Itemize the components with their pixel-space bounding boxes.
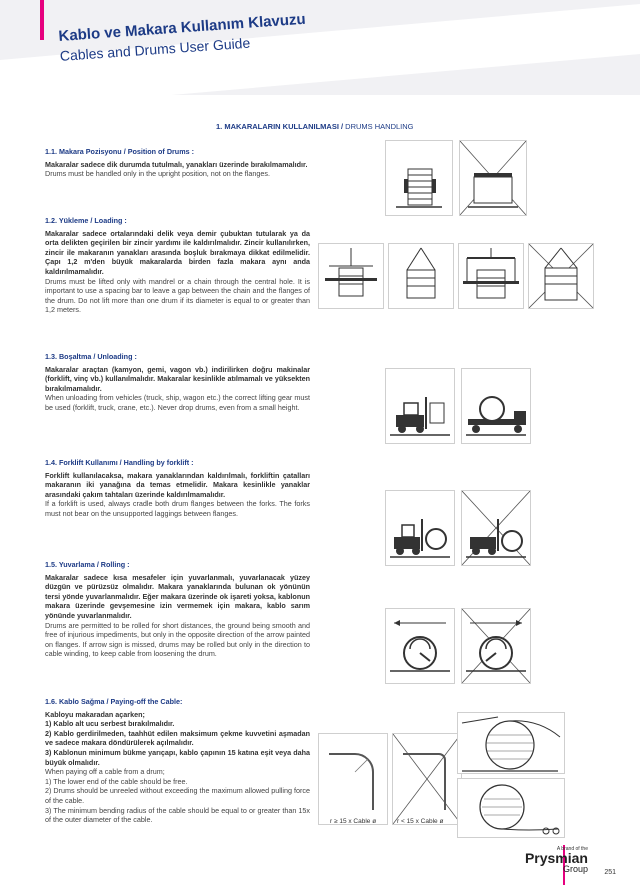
caption-bend-ok: r ≥ 15 x Cable ø: [330, 818, 377, 825]
subsection-forklift: 1.4. Forklift Kullanımı / Handling by fo…: [45, 458, 310, 519]
subsection-heading: 1.2. Yükleme / Loading :: [45, 216, 127, 225]
figure-lift-spacer: [458, 243, 524, 309]
subsection-text-en: Drums must be handled only in the uprigh…: [45, 169, 270, 179]
subsection-text-tr: Makaralar sadece kısa mesafeler için yuv…: [45, 572, 310, 620]
figure-bending: [318, 733, 462, 825]
figure-rolling-wrong: [461, 608, 531, 684]
figure-lift-mandrel: [318, 243, 384, 309]
subsection-text-en: When paying off a cable from a drum; 1) …: [45, 767, 310, 825]
drum-spacer-bar-icon: [463, 248, 519, 299]
drum-on-flange-icon: [460, 141, 526, 215]
drum-wrong-lift-icon: [529, 244, 593, 308]
forklift-icon: [390, 397, 450, 436]
drum-upright-icon: [396, 168, 442, 208]
brand-group: Group: [562, 864, 588, 874]
figure-loading: [318, 243, 594, 309]
figure-unloading: [385, 368, 531, 444]
drum-rolling-icon: [390, 620, 450, 672]
subsection-rolling: 1.5. Yuvarlama / Rolling : Makaralar sad…: [45, 560, 310, 659]
figure-rolling: [385, 608, 531, 684]
cable-bend-radius-icon: [329, 753, 374, 810]
truck-icon: [466, 396, 526, 436]
drum-chain-lift-icon: [406, 247, 436, 299]
caption-bend-bad: r < 15 x Cable ø: [397, 818, 444, 825]
subsection-heading: 1.6. Kablo Sağma / Paying-off the Cable:: [45, 697, 183, 706]
figure-bend-correct: [318, 733, 388, 825]
figure-rolling-correct: [385, 608, 455, 684]
subsection-heading: 1.4. Forklift Kullanımı / Handling by fo…: [45, 458, 194, 467]
brand-accent-bar: [563, 845, 565, 885]
brand-name: Prysmian: [524, 850, 588, 866]
section-heading: 1. MAKARALARIN KULLANILMASI / DRUMS HAND…: [216, 122, 414, 131]
forklift-drum-icon: [390, 519, 450, 558]
subsection-text-tr: Forklift kullanılacaksa, makara yanaklar…: [45, 470, 310, 499]
subsection-text-tr: Kabloyu makaradan açarken; 1) Kablo alt …: [45, 709, 310, 767]
figure-forklift-wrong: [461, 490, 531, 566]
figure-drum-flat-wrong: [459, 140, 527, 216]
subsection-text-en: Drums must be lifted only with mandrel o…: [45, 276, 310, 315]
subsection-text-en: When unloading from vehicles (truck, shi…: [45, 393, 310, 412]
page-number: 251: [604, 869, 616, 876]
subsection-unloading: 1.3. Boşaltma / Unloading : Makaralar ar…: [45, 352, 310, 413]
forklift-wrong-icon: [462, 491, 530, 565]
drum-rolling-wrong-icon: [462, 609, 530, 683]
subsection-paying-off: 1.6. Kablo Sağma / Paying-off the Cable:…: [45, 697, 310, 825]
brand-note: A brand of the: [556, 846, 588, 852]
header-accent-bar: [40, 0, 44, 40]
cable-tight-bend-icon: [393, 734, 461, 824]
figure-unload-forklift: [385, 368, 455, 444]
figure-bend-wrong: [392, 733, 462, 825]
figure-payoff-drum-top: [457, 712, 565, 774]
figure-drum-upright: [385, 140, 453, 216]
subsection-text-tr: Makaralar araçtan (kamyon, gemi, vagon v…: [45, 364, 310, 393]
subsection-text-en: If a forklift is used, always cradle bot…: [45, 499, 310, 518]
figure-lift-chain: [388, 243, 454, 309]
figure-payoff-drum-bottom: [457, 778, 565, 838]
subsection-heading: 1.1. Makara Pozisyonu / Position of Drum…: [45, 147, 194, 156]
figure-paying-off: [457, 712, 565, 838]
drum-payoff-icon: [461, 716, 561, 772]
figure-unload-truck: [461, 368, 531, 444]
brand-logo: A brand of the Prysmian Group: [525, 846, 588, 874]
section-heading-tr: 1. MAKARALARIN KULLANILMASI /: [216, 122, 344, 131]
subsection-text-tr: Makaralar sadece ortalarındaki delik vey…: [45, 228, 310, 276]
subsection-loading: 1.2. Yükleme / Loading : Makaralar sadec…: [45, 216, 310, 315]
subsection-position: 1.1. Makara Pozisyonu / Position of Drum…: [45, 147, 310, 179]
figure-position: [385, 140, 527, 216]
drum-payoff-bottom-icon: [479, 784, 560, 835]
figure-forklift: [385, 490, 531, 566]
subsection-text-en: Drums are permitted to be rolled for sho…: [45, 620, 310, 659]
subsection-heading: 1.5. Yuvarlama / Rolling :: [45, 560, 130, 569]
figure-forklift-correct: [385, 490, 455, 566]
drum-mandrel-lift-icon: [325, 248, 377, 297]
figure-lift-wrong: [528, 243, 594, 309]
subsection-heading: 1.3. Boşaltma / Unloading :: [45, 352, 137, 361]
section-heading-en: DRUMS HANDLING: [345, 122, 414, 131]
subsection-text-tr: Makaralar sadece dik durumda tutulmalı, …: [45, 159, 308, 169]
